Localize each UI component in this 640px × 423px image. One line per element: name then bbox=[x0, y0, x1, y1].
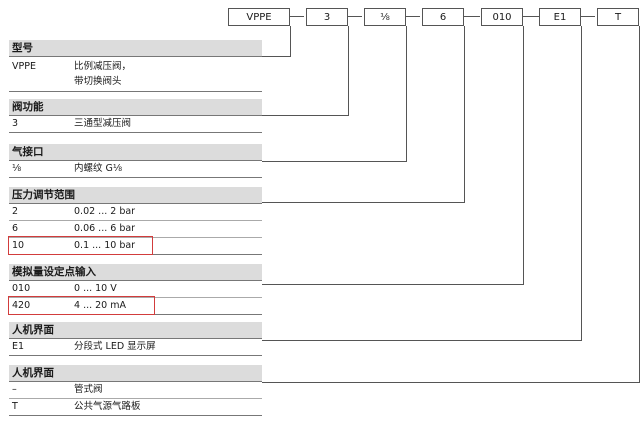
code-dash bbox=[464, 16, 480, 17]
table-row: 3 三通型减压阀 bbox=[9, 116, 262, 132]
section-title: 压力调节范围 bbox=[9, 187, 262, 204]
row-desc: 0.06 ... 6 bar bbox=[74, 223, 136, 234]
row-desc: 0.1 ... 10 bar bbox=[74, 240, 136, 251]
code-box-model: VPPE bbox=[228, 8, 290, 26]
code-box-valve-function: 3 bbox=[306, 8, 348, 26]
connector-port-v bbox=[406, 26, 407, 161]
code-dash bbox=[348, 16, 362, 17]
connector-model-v bbox=[290, 26, 291, 56]
row-desc: 三通型减压阀 bbox=[74, 118, 132, 129]
code-box-analog-input: 010 bbox=[481, 8, 523, 26]
section-body: ⅛ 内螺纹 G⅛ bbox=[9, 161, 262, 178]
section-title: 人机界面 bbox=[9, 322, 262, 339]
connector-function-h bbox=[262, 115, 349, 116]
section-title: 气接口 bbox=[9, 144, 262, 161]
highlight-box-analog bbox=[8, 296, 155, 315]
connector-port-h bbox=[262, 161, 407, 162]
table-row: – 管式阀 bbox=[9, 382, 262, 399]
row-code: 010 bbox=[12, 283, 31, 294]
row-code: 420 bbox=[12, 300, 31, 311]
code-box-port: ⅛ bbox=[364, 8, 406, 26]
connector-model-h bbox=[262, 56, 291, 57]
table-row: 2 0.02 ... 2 bar bbox=[9, 204, 262, 221]
table-row: T 公共气源气路板 bbox=[9, 399, 262, 415]
row-code: T bbox=[12, 401, 18, 412]
row-desc: 管式阀 bbox=[74, 384, 103, 395]
section-title: 阀功能 bbox=[9, 99, 262, 116]
connector-hmi-v bbox=[581, 26, 582, 340]
section-pressure-range: 压力调节范围 2 0.02 ... 2 bar 6 0.06 ... 6 bar… bbox=[9, 187, 262, 255]
connector-analog-h bbox=[262, 284, 524, 285]
section-model: 型号 VPPE 比例减压阀， 带切换阀头 bbox=[9, 40, 262, 92]
section-hmi: 人机界面 E1 分段式 LED 显示屏 bbox=[9, 322, 262, 356]
table-row: VPPE 比例减压阀， 带切换阀头 bbox=[9, 57, 262, 91]
row-code: 2 bbox=[12, 206, 19, 217]
code-dash bbox=[581, 16, 595, 17]
row-desc: 4 ... 20 mA bbox=[74, 300, 127, 311]
table-row: 6 0.06 ... 6 bar bbox=[9, 221, 262, 238]
section-valve-type: 人机界面 – 管式阀 T 公共气源气路板 bbox=[9, 365, 262, 416]
row-code: 3 bbox=[12, 118, 19, 129]
section-title: 模拟量设定点输入 bbox=[9, 264, 262, 281]
section-title: 人机界面 bbox=[9, 365, 262, 382]
code-dash bbox=[523, 16, 539, 17]
section-body: VPPE 比例减压阀， 带切换阀头 bbox=[9, 57, 262, 92]
section-body: – 管式阀 T 公共气源气路板 bbox=[9, 382, 262, 416]
row-desc: 0.02 ... 2 bar bbox=[74, 206, 136, 217]
row-code: E1 bbox=[12, 341, 25, 352]
row-code: 10 bbox=[12, 240, 25, 251]
row-code: ⅛ bbox=[12, 163, 22, 174]
row-desc: 公共气源气路板 bbox=[74, 401, 141, 412]
row-code: – bbox=[12, 384, 17, 395]
table-row: 420 4 ... 20 mA bbox=[9, 298, 262, 314]
code-dash bbox=[406, 16, 420, 17]
table-row: E1 分段式 LED 显示屏 bbox=[9, 339, 262, 355]
row-desc: 0 ... 10 V bbox=[74, 283, 117, 294]
code-dash bbox=[290, 16, 304, 17]
code-box-hmi: E1 bbox=[539, 8, 581, 26]
connector-analog-v bbox=[523, 26, 524, 284]
section-body: 3 三通型减压阀 bbox=[9, 116, 262, 133]
section-valve-function: 阀功能 3 三通型减压阀 bbox=[9, 99, 262, 133]
code-box-valve-type: T bbox=[597, 8, 639, 26]
connector-function-v bbox=[348, 26, 349, 115]
section-port: 气接口 ⅛ 内螺纹 G⅛ bbox=[9, 144, 262, 178]
row-code: 6 bbox=[12, 223, 19, 234]
row-code: VPPE bbox=[12, 61, 36, 72]
section-body: E1 分段式 LED 显示屏 bbox=[9, 339, 262, 356]
connector-pressure-v bbox=[464, 26, 465, 202]
row-desc: 分段式 LED 显示屏 bbox=[74, 341, 156, 352]
section-title: 型号 bbox=[9, 40, 262, 57]
table-row: 010 0 ... 10 V bbox=[9, 281, 262, 298]
table-row: 10 0.1 ... 10 bar bbox=[9, 238, 262, 254]
connector-type-h bbox=[262, 382, 640, 383]
row-desc: 内螺纹 G⅛ bbox=[74, 163, 123, 174]
connector-pressure-h bbox=[262, 202, 465, 203]
highlight-box-pressure bbox=[8, 236, 153, 255]
row-desc: 比例减压阀， 带切换阀头 bbox=[74, 61, 132, 87]
table-row: ⅛ 内螺纹 G⅛ bbox=[9, 161, 262, 177]
connector-hmi-h bbox=[262, 340, 582, 341]
code-box-pressure: 6 bbox=[422, 8, 464, 26]
